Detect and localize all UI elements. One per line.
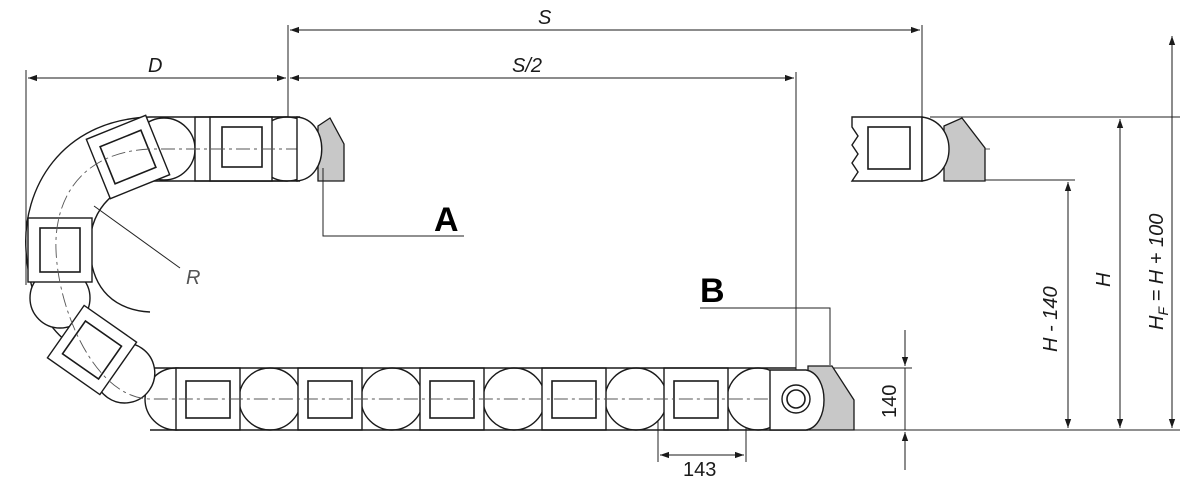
mounting-bracket-a [296, 116, 345, 182]
label-h-minus: H - 140 [1040, 286, 1062, 352]
chain-right-end-detail [850, 116, 986, 182]
leader-lines [93, 168, 831, 365]
label-r: R [186, 267, 200, 289]
label-d: D [148, 55, 162, 77]
label-h: H [1093, 272, 1115, 287]
chain-bend [25, 114, 171, 404]
label-a: A [434, 201, 459, 239]
label-height: 140 [879, 385, 901, 418]
label-b: B [700, 272, 725, 310]
mounting-bracket-b [769, 365, 855, 431]
label-s-half: S/2 [512, 55, 542, 77]
label-hf: HF = H + 100 [1146, 214, 1171, 330]
label-s: S [538, 7, 552, 29]
label-pitch: 143 [683, 459, 716, 481]
chain-lower-run [144, 367, 808, 431]
